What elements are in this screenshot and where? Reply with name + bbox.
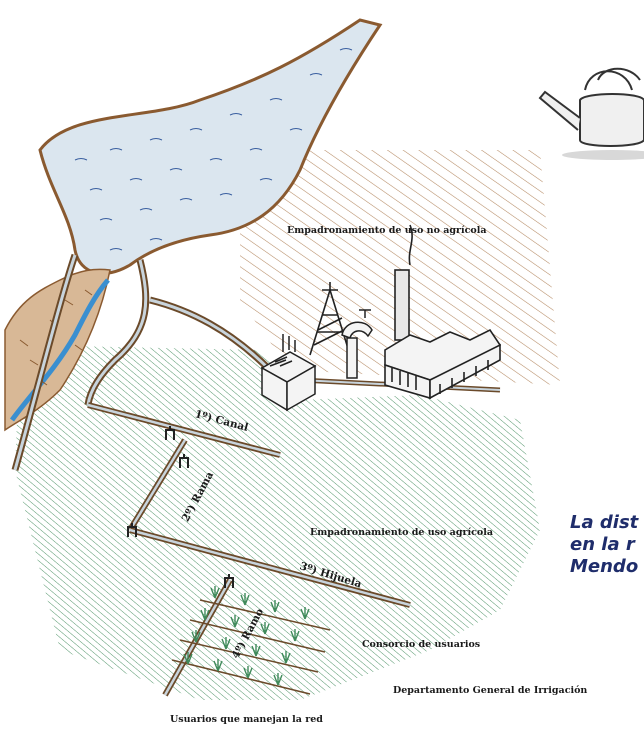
river-gorge xyxy=(4,268,111,432)
title-line-3: Mendo xyxy=(570,556,639,577)
gate-icon xyxy=(127,426,234,588)
power-station-icon xyxy=(260,334,317,412)
factory-icon xyxy=(384,224,502,400)
title-line-1: La dist xyxy=(570,512,639,533)
non-agricultural-label: Empadronamiento de uso no agrícola xyxy=(287,225,487,236)
reservoir xyxy=(38,18,383,275)
department-label: Departamento General de Irrigación xyxy=(393,685,588,696)
network-users-label: Usuarios que manejan la red xyxy=(170,714,323,725)
oil-derrick-icon xyxy=(309,282,351,356)
consortium-label: Consorcio de usuarios xyxy=(362,639,481,650)
main-canals xyxy=(11,253,273,471)
crop-field xyxy=(171,599,331,695)
watering-can-icon xyxy=(538,67,644,160)
agricultural-label: Empadronamiento de uso agrícola xyxy=(310,527,493,538)
crop-plant-icon xyxy=(183,586,310,686)
water-tap-icon xyxy=(341,309,373,379)
diagram-title: La dist en la r Mendo xyxy=(570,512,638,578)
title-line-2: en la r xyxy=(570,534,635,555)
